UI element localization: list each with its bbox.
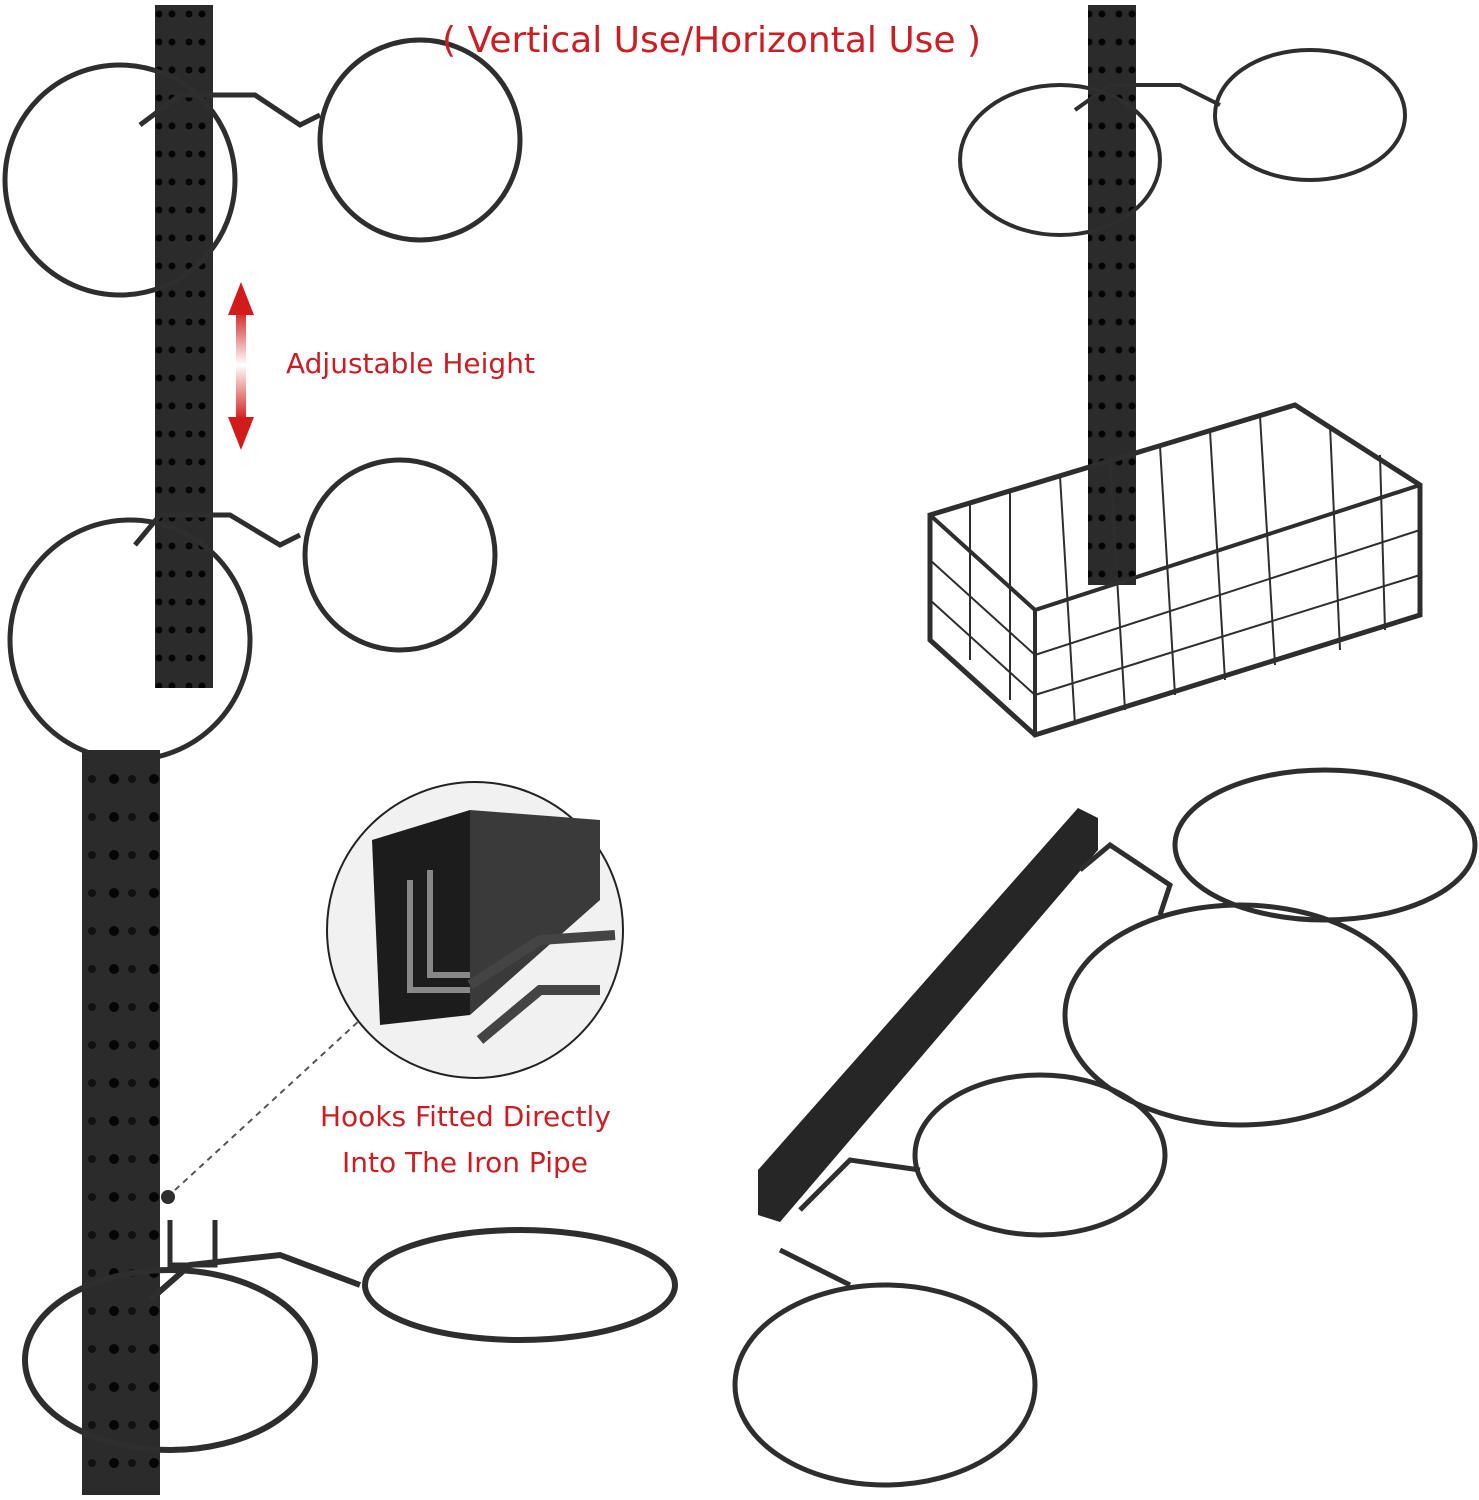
- title-label: ( Vertical Use/Horizontal Use ): [442, 20, 982, 61]
- adjustable-height-label: Adjustable Height: [286, 347, 535, 380]
- adjustable-height-arrow: [228, 282, 254, 450]
- hooks-label-line1: Hooks Fitted Directly: [320, 1100, 611, 1133]
- vertical-rack-with-basket: [927, 5, 1423, 738]
- hook-detail-inset: [326, 781, 624, 1079]
- vertical-rack-top-left: [2, 5, 523, 763]
- vertical-rack-bottom-left: [22, 750, 678, 1495]
- hooks-label-line2: Into The Iron Pipe: [342, 1146, 588, 1179]
- horizontal-rack-bottom-right: [732, 767, 1478, 1488]
